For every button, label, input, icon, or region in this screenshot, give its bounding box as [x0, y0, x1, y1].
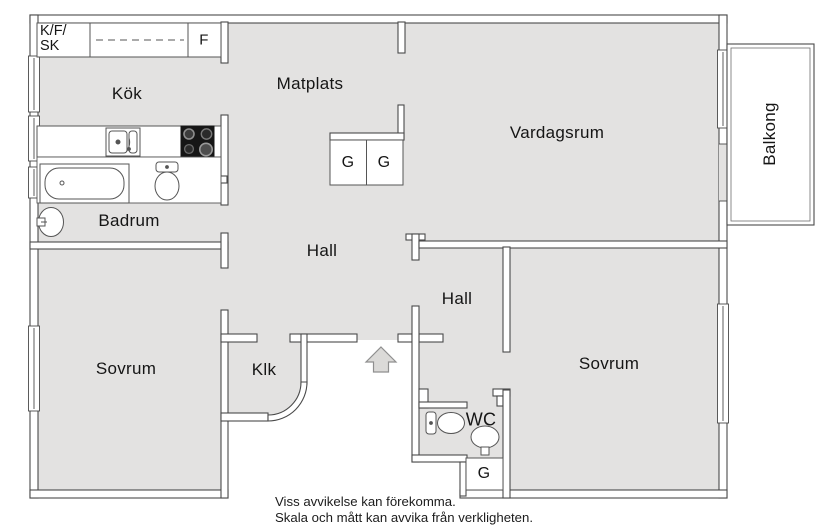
floor-base — [30, 15, 727, 512]
windows — [28, 49, 729, 424]
closet-label-kfsk-line1: K/F/ — [40, 23, 67, 39]
room-label-vardagsrum: Vardagsrum — [509, 123, 605, 142]
disclaimer-text: Viss avvikelse kan förekomma. Skala och … — [275, 494, 533, 526]
balcony — [726, 43, 815, 226]
bathroom-toilet — [154, 161, 180, 201]
window-bedroom-right — [717, 303, 729, 424]
wc-sink — [470, 425, 500, 456]
closet-label-kfsk-line2: SK — [40, 38, 60, 54]
closet-label-fridge: F — [199, 31, 209, 49]
bathroom-fixtures — [36, 156, 222, 237]
kitchen-lower-counter — [36, 125, 222, 158]
room-label-sovrum-right: Sovrum — [578, 354, 640, 373]
closet-label-g1: G — [341, 154, 355, 171]
wardrobe-unit-gg — [329, 139, 404, 186]
closet-label-g2: G — [377, 154, 391, 171]
window-kitchen-1 — [28, 55, 40, 113]
room-label-hall-lower: Hall — [441, 289, 473, 308]
room-label-matplats: Matplats — [276, 74, 344, 93]
room-label-balkong: Balkong — [760, 102, 779, 166]
closet-label-g3: G — [477, 465, 491, 482]
closet-label-kfsk: K/F/ SK — [40, 24, 67, 54]
room-label-sovrum-left: Sovrum — [95, 359, 157, 378]
entry-arrow-icon — [364, 346, 398, 373]
entry-notch — [224, 340, 464, 512]
walls — [29, 14, 728, 499]
room-label-wc: WC — [465, 409, 497, 430]
kitchen-top-counter — [36, 22, 222, 58]
kitchen-sink — [105, 127, 141, 157]
room-label-kok: Kök — [111, 84, 143, 103]
wall-bottom-left — [29, 489, 229, 499]
bathtub — [39, 163, 130, 204]
kitchen-stove — [180, 125, 215, 158]
window-bedroom-left — [28, 325, 40, 412]
bathroom-sink — [36, 207, 64, 237]
disclaimer-line2: Skala och mått kan avvika från verklighe… — [275, 510, 534, 525]
wardrobe-unit-hall — [465, 457, 504, 491]
balcony-door-opening — [719, 143, 727, 202]
klk-rounded-corner — [267, 381, 308, 422]
disclaimer-line1: Viss avvikelse kan förekomma. — [275, 494, 456, 509]
room-label-klk: Klk — [251, 360, 277, 379]
room-label-badrum: Badrum — [98, 211, 160, 230]
wc-fixtures — [425, 411, 500, 456]
wc-toilet — [425, 411, 465, 435]
wall-top — [29, 14, 728, 24]
room-label-hall-upper: Hall — [306, 241, 338, 260]
